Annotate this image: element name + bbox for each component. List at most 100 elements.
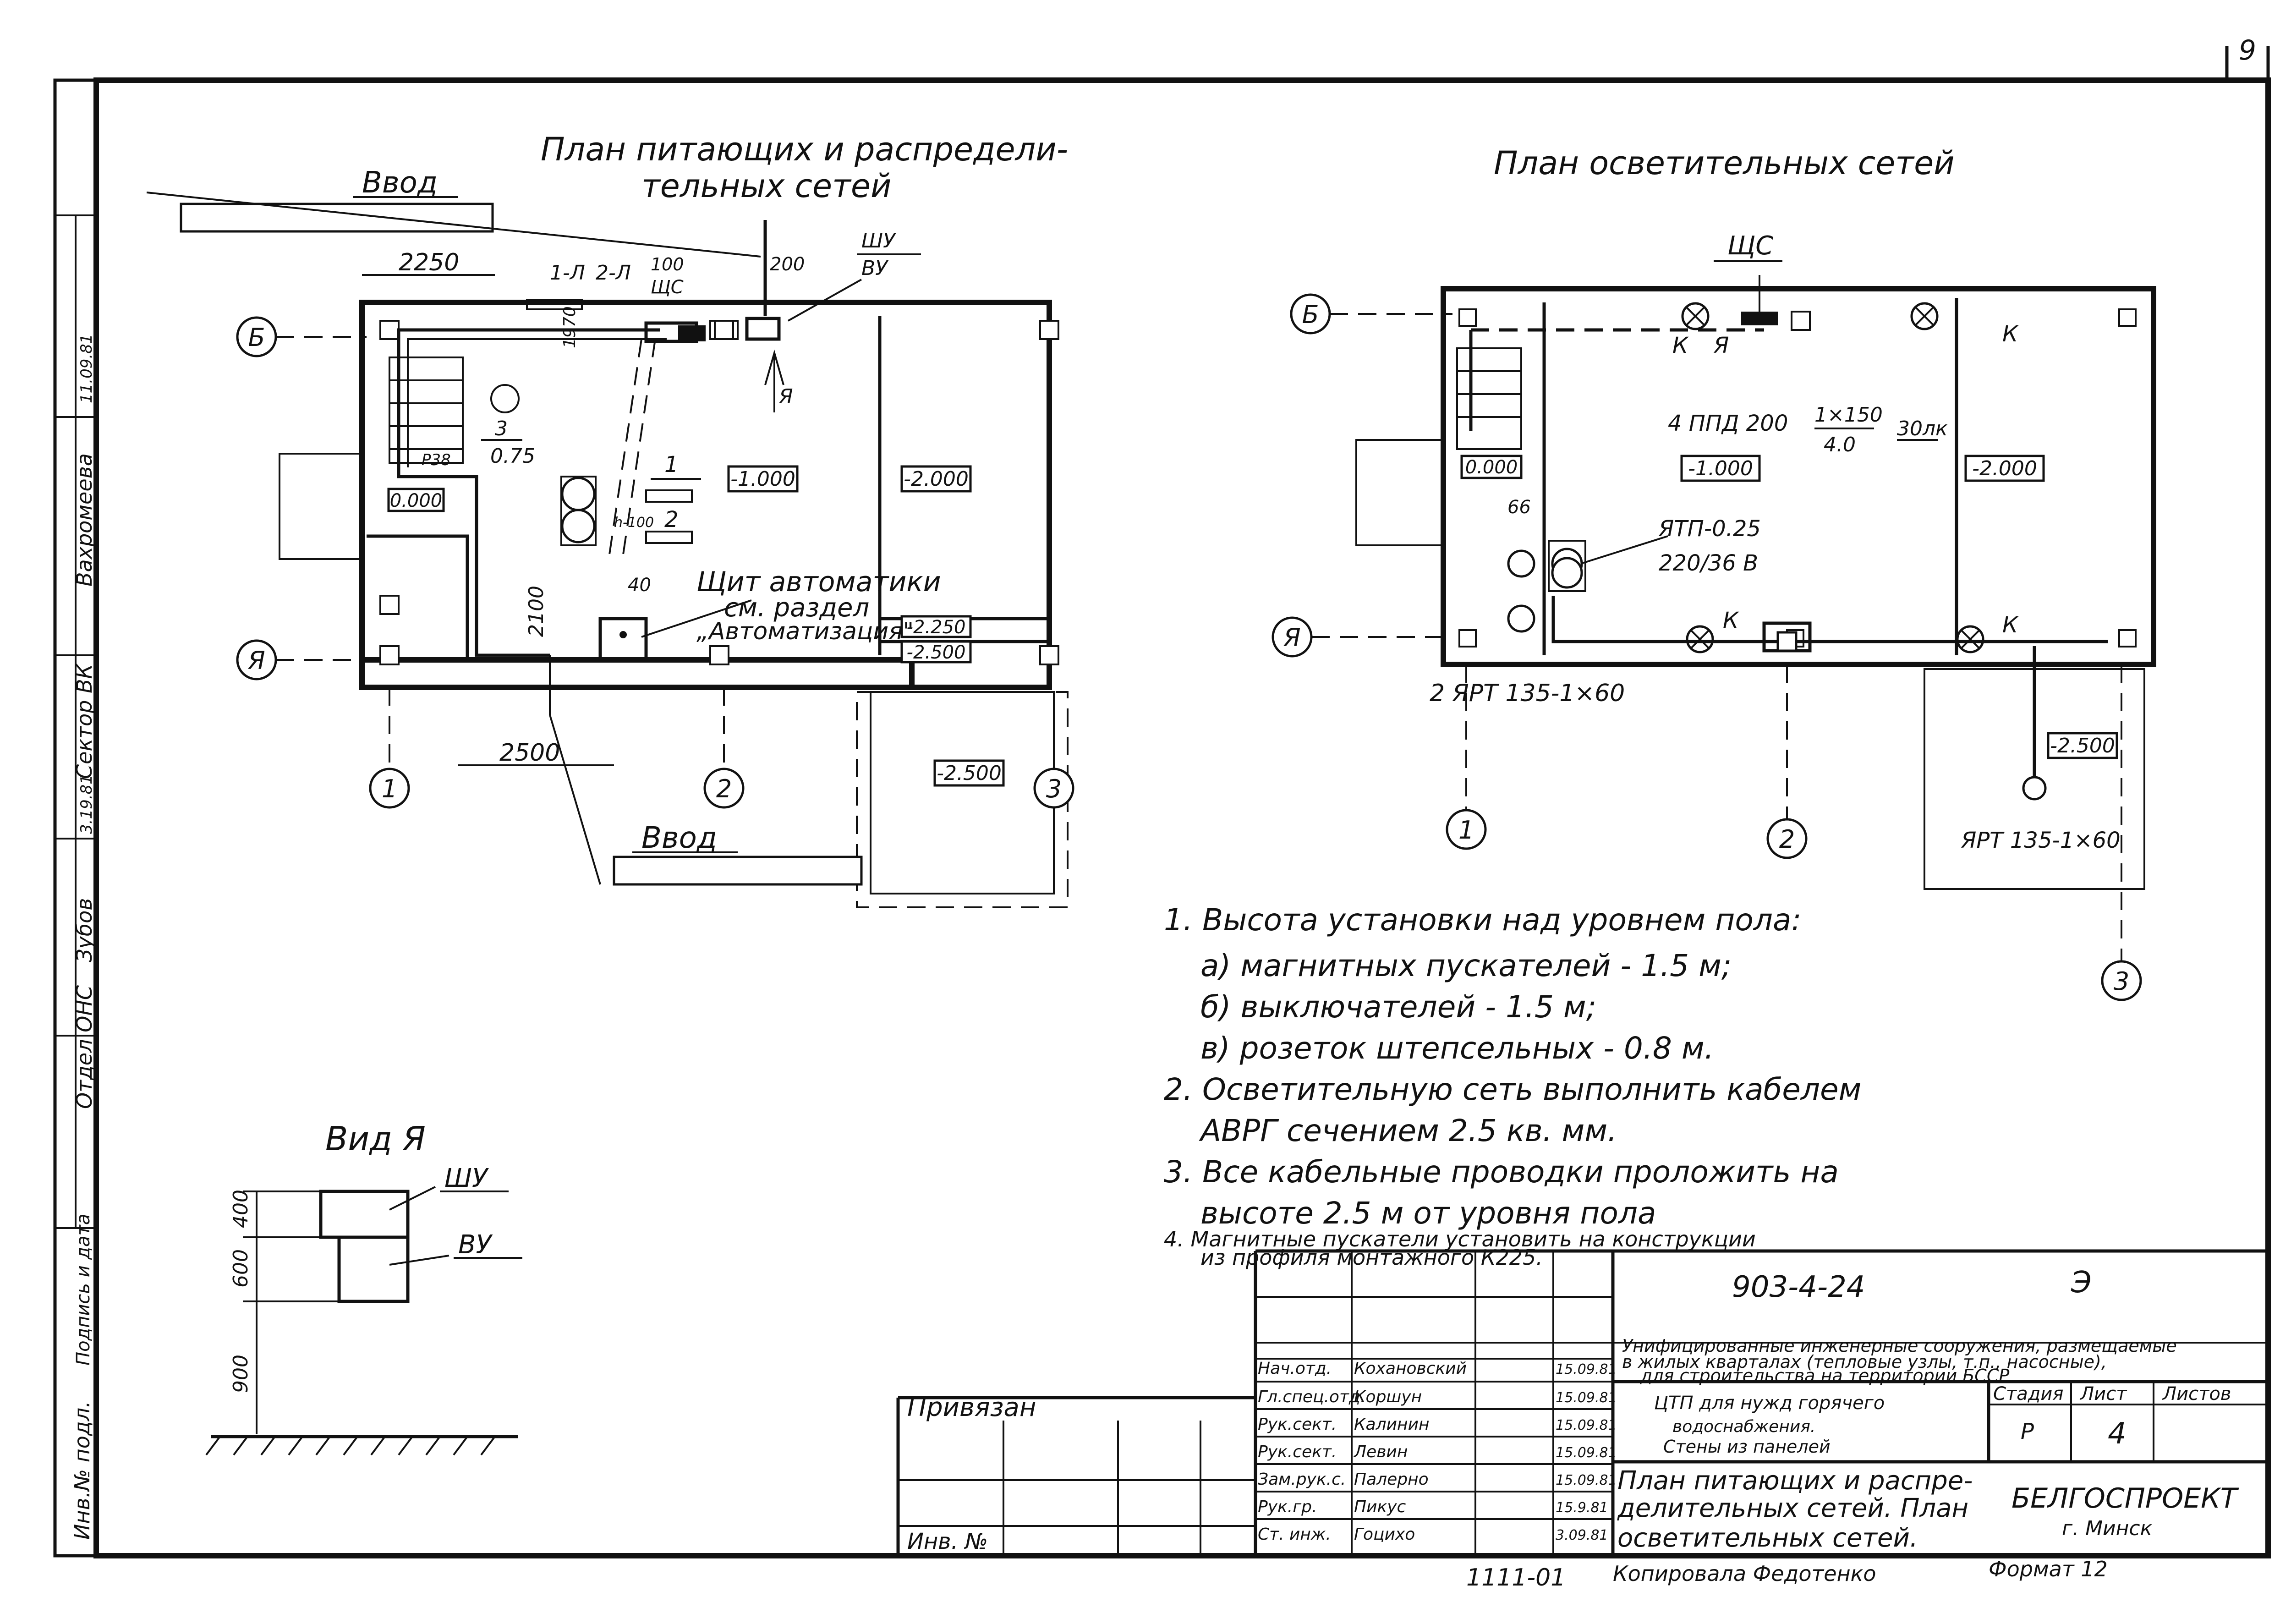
- date-6: 3.09.81: [1556, 1527, 1608, 1543]
- label-3: 3: [495, 417, 508, 440]
- automation-label-1: Щит автоматики: [696, 566, 941, 598]
- plan1-pit: [856, 691, 1069, 908]
- plan1-title-line2: тельных сетей: [641, 167, 891, 205]
- left-stamp: Инв.№ подл. Подпись и дата Отдел ОНС Зуб…: [55, 214, 97, 1540]
- title-block: 903-4-24 Э Унифицированные инженерные со…: [896, 1249, 2268, 1591]
- stamp-dept: Отдел ОНС: [72, 985, 97, 1109]
- doc-desc-2: в жилых кварталах (тепловые узлы, т.п., …: [1622, 1352, 2107, 1372]
- transformer-label-2: 220/36 В: [1659, 550, 1758, 576]
- sheet-value: 4: [2108, 1417, 2127, 1451]
- column: [2118, 629, 2137, 647]
- date-4: 15.09.81: [1556, 1472, 1617, 1488]
- doc-desc-1: Унифицированные инженерные сооружения, р…: [1622, 1336, 2177, 1356]
- shu-box: [319, 1190, 410, 1239]
- stamp-zubov: Зубов: [72, 898, 97, 962]
- level-tag: [933, 759, 1005, 787]
- axis-bubble-2: [703, 768, 745, 809]
- label-1: 1: [664, 452, 679, 477]
- label-shchs-2: ЩС: [1727, 231, 1773, 261]
- notes-block: 1. Высота установки над уровнем пола: а)…: [1164, 902, 1861, 1270]
- axis-2-label: 2: [716, 774, 732, 803]
- label-p38: Р38: [422, 451, 451, 469]
- axis-ya-label: Я: [247, 646, 265, 675]
- name-1: Коршун: [1354, 1388, 1422, 1406]
- luminaire-icon: [1910, 302, 1939, 330]
- sheet-frame: 9: [53, 34, 2271, 1558]
- role-0: Нач.отд.: [1258, 1359, 1332, 1378]
- note-3b: высоте 2.5 м от уровня пола: [1200, 1196, 1656, 1231]
- note-1: 1. Высота установки над уровнем пола:: [1164, 902, 1802, 938]
- axis-1-label: 1: [382, 774, 397, 803]
- sheet-header: Лист: [2079, 1383, 2127, 1405]
- plan1-title-line1: План питающих и распредели-: [541, 131, 1068, 168]
- sheet-title-1: План питающих и распре-: [1617, 1466, 1973, 1496]
- stamp-sig-label: Подпись и дата: [73, 1214, 94, 1366]
- stamp-vakhromeeva: Вахромеева: [72, 453, 97, 587]
- dim-200: 200: [770, 254, 805, 275]
- axis-3-label-2: 3: [2114, 967, 2129, 996]
- axis-2-label-2: 2: [1779, 825, 1795, 854]
- dim-100: 100: [651, 254, 684, 274]
- axis-3-label: 3: [1046, 774, 1062, 803]
- column: [1458, 308, 1477, 327]
- label-shu: ШУ: [861, 229, 897, 252]
- axis-b-label: Б: [248, 323, 265, 352]
- cable-run: [622, 339, 656, 555]
- stamp-date-2: 11.09.81: [77, 334, 96, 403]
- name-3: Левин: [1353, 1443, 1408, 1461]
- level-tag: [1460, 455, 1523, 479]
- note-1a: а) магнитных пускателей - 1.5 м;: [1200, 948, 1732, 983]
- date-0: 15.09.81: [1556, 1361, 1617, 1377]
- label-vu: ВУ: [861, 257, 889, 280]
- lux-label: 30лк: [1897, 417, 1948, 440]
- view-ya: Вид Я ШУ ВУ 400 600 900: [205, 1119, 522, 1456]
- vu-box: [337, 1235, 410, 1303]
- signature-rows: Нач.отд. Кохановский 15.09.81 Гл.спец.от…: [1258, 1359, 1617, 1544]
- note-4b: из профиля монтажного К225.: [1200, 1245, 1543, 1270]
- column: [379, 645, 400, 665]
- stage-value: Р: [2021, 1419, 2034, 1444]
- vvod-bottom-bar: [613, 856, 863, 886]
- note-1c: в) розеток штепсельных - 0.8 м.: [1200, 1031, 1714, 1066]
- role-4: Зам.рук.с.: [1258, 1470, 1346, 1489]
- level-0000-2: 0.000: [1465, 457, 1518, 478]
- column: [379, 320, 400, 340]
- fixture-bottom-label: 2 ЯРТ 135-1×60: [1430, 680, 1625, 707]
- axis-bubble-1: [369, 768, 410, 809]
- shchs-panel-2: [1741, 312, 1778, 325]
- transformer-label-1: ЯТП-0.25: [1658, 516, 1761, 542]
- plan2-entrance: [1355, 439, 1444, 546]
- plan1-entrance: [279, 453, 363, 560]
- date-3: 15.09.81: [1556, 1445, 1617, 1461]
- proj-line-1: ЦТП для нужд горячего: [1654, 1393, 1885, 1414]
- note-3a: 3. Все кабельные проводки проложить на: [1164, 1154, 1839, 1190]
- label-h100: h-100: [614, 515, 654, 531]
- level-tag: [900, 465, 972, 493]
- axis-b-label-2: Б: [1302, 300, 1319, 329]
- note-1b: б) выключателей - 1.5 м;: [1200, 989, 1596, 1025]
- column: [1039, 645, 1059, 665]
- level-m1000-2: -1.000: [1688, 457, 1753, 480]
- level-m2500-pit: -2.500: [937, 762, 1002, 785]
- plan2-title: План осветительных сетей: [1494, 144, 1955, 182]
- plan-power-networks: План питающих и распредели- тельных сете…: [146, 131, 1074, 908]
- plan-lighting-networks: План осветительных сетей ЩС: [1272, 144, 2156, 1001]
- shu-vu-panel: [745, 317, 781, 341]
- sheets-header: Листов: [2162, 1383, 2231, 1405]
- inv-label: Инв. №: [907, 1529, 988, 1554]
- sheet-title-2: делительных сетей. План: [1617, 1493, 1968, 1523]
- cable-run: [407, 338, 667, 467]
- label-2L: 2-Л: [596, 261, 631, 285]
- vvod-top-bar: [180, 203, 494, 233]
- column: [709, 645, 729, 665]
- dim-2100: 2100: [525, 586, 548, 637]
- label-k-1: К: [1672, 333, 1689, 358]
- date-1: 15.09.81: [1556, 1390, 1617, 1406]
- level-m2000: -2.000: [904, 467, 969, 491]
- level-tag: [387, 488, 445, 512]
- fixture-frac-num: 1×150: [1814, 403, 1883, 427]
- axis-bubble-3: [1033, 768, 1074, 809]
- inner-frame: [93, 77, 2271, 1558]
- page-number: 9: [2239, 34, 2256, 66]
- org-name: БЕЛГОСПРОЕКТ: [2011, 1482, 2239, 1514]
